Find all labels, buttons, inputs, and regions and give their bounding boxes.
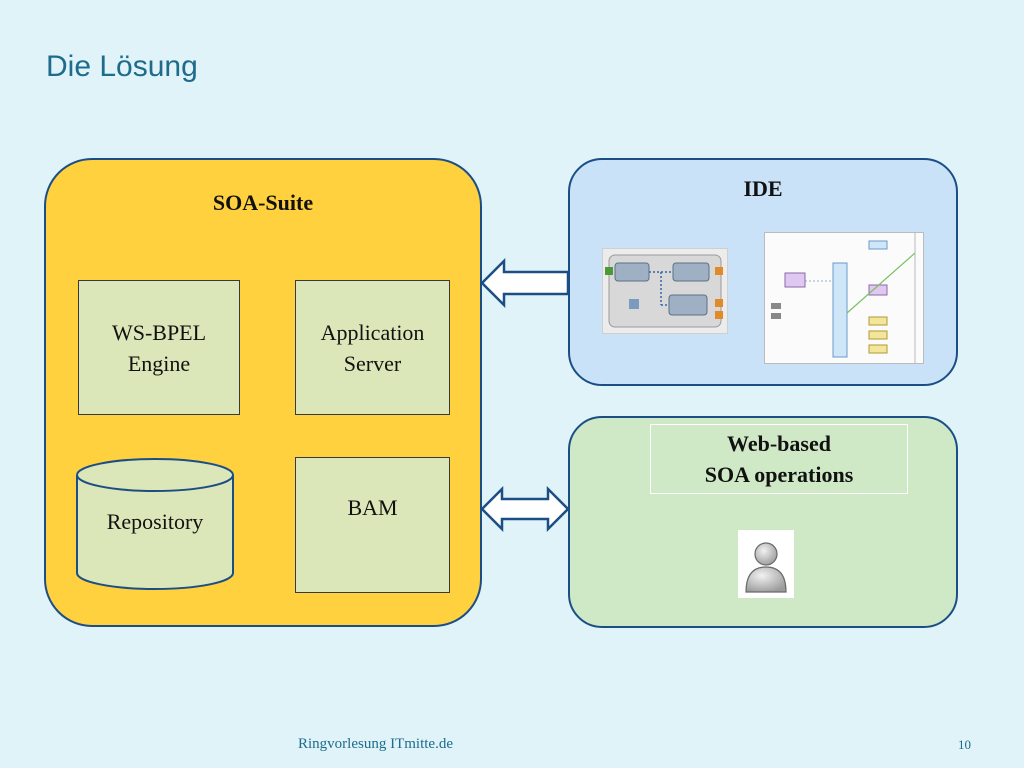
- arrow-left-icon: [480, 258, 570, 308]
- bam-box: BAM: [295, 457, 450, 593]
- ws-bpel-engine-box: WS-BPEL Engine: [78, 280, 240, 415]
- ws-bpel-line-1: WS-BPEL: [111, 320, 207, 345]
- footer-text: Ringvorlesung ITmitte.de: [298, 736, 453, 752]
- repository-label: Repository: [106, 509, 204, 534]
- appserver-line-1: Application: [320, 320, 425, 345]
- operations-container: Web-based SOA operations: [568, 416, 958, 628]
- soa-suite-container: SOA-Suite WS-BPEL Engine Application Ser…: [44, 158, 482, 627]
- soa-suite-title: SOA-Suite: [212, 190, 314, 215]
- page-number: 10: [958, 737, 971, 752]
- application-server-box: Application Server: [295, 280, 450, 415]
- ide-container: IDE: [568, 158, 958, 386]
- arrow-left-right-icon: [480, 486, 570, 532]
- ws-bpel-line-2: Engine: [127, 351, 191, 376]
- bam-label: BAM: [347, 495, 398, 520]
- slide-title: Die Lösung: [46, 50, 198, 83]
- operations-title: Web-based SOA operations: [650, 424, 908, 494]
- ide-title: IDE: [743, 176, 783, 201]
- appserver-line-2: Server: [343, 351, 402, 376]
- operations-title-line-1: Web-based: [727, 431, 831, 456]
- database-icon: [76, 458, 234, 590]
- operations-title-line-2: SOA operations: [704, 462, 854, 487]
- user-avatar-icon: [738, 530, 794, 598]
- bpel-designer-screenshot: [602, 248, 728, 334]
- repository-cylinder: Repository: [76, 457, 234, 591]
- composite-editor-screenshot: [764, 232, 924, 364]
